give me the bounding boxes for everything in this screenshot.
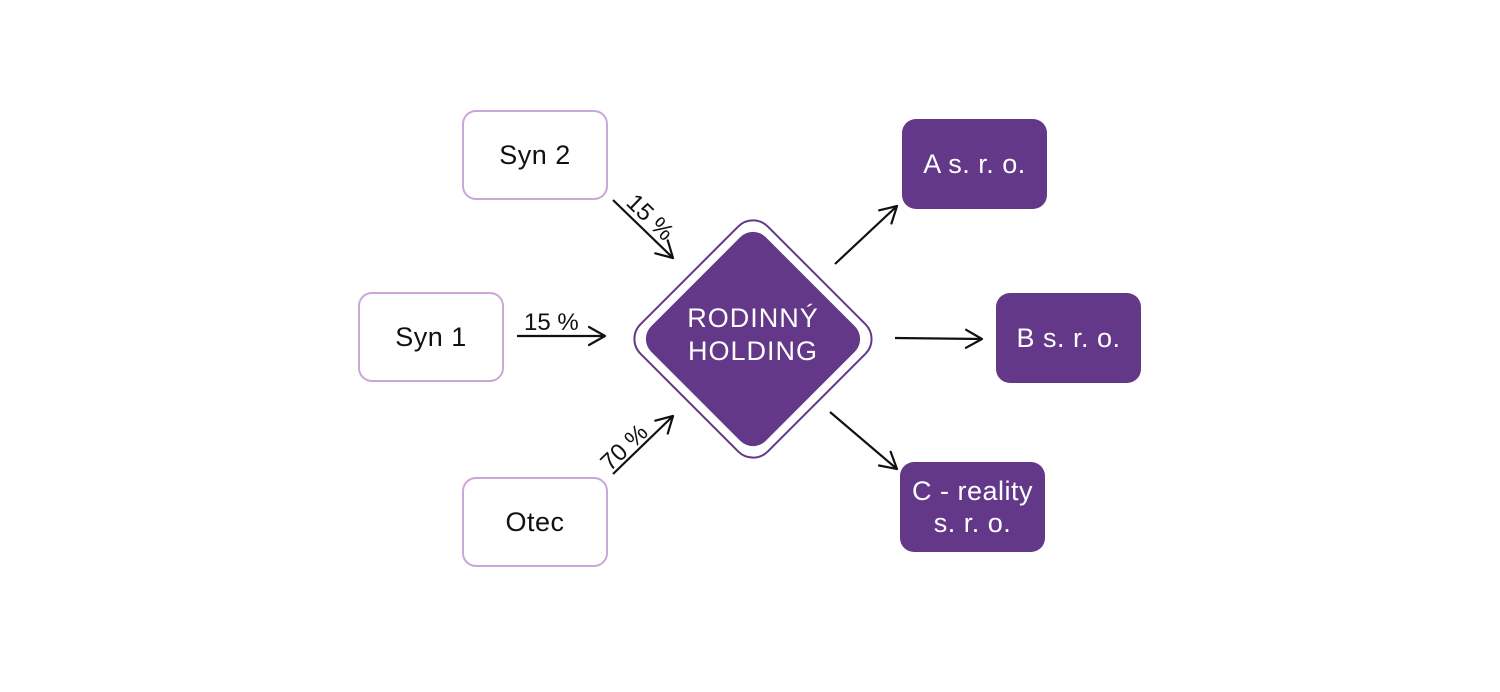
arrow-holding-to-a — [834, 204, 899, 265]
subsidiary-c-label-line-2: s. r. o. — [933, 508, 1012, 538]
owner-syn-2-label: Syn 2 — [499, 140, 571, 170]
subsidiary-c-label-line-1: C - reality — [911, 476, 1033, 506]
holding-label-line-2: HOLDING — [687, 336, 819, 366]
arrow-holding-to-b — [894, 328, 984, 349]
owner-syn-1: Syn 1 — [358, 292, 504, 382]
holding-label: RODINNÝ HOLDING — [653, 302, 853, 368]
subsidiary-b-label: B s. r. o. — [1016, 323, 1121, 353]
share-label-syn-2: 15 % — [621, 189, 679, 246]
owner-syn-1-label: Syn 1 — [395, 322, 467, 352]
subsidiary-a: A s. r. o. — [902, 119, 1047, 209]
arrow-holding-to-c — [829, 411, 899, 471]
arrow-otec-to-holding — [612, 414, 675, 475]
holding-label-line-1: RODINNÝ — [687, 303, 819, 333]
arrow-syn-2-to-holding — [612, 199, 675, 260]
owner-otec: Otec — [462, 477, 608, 567]
subsidiary-a-label: A s. r. o. — [923, 149, 1026, 179]
owner-otec-label: Otec — [505, 507, 565, 537]
share-label-otec: 70 % — [595, 419, 653, 476]
owner-syn-2: Syn 2 — [462, 110, 608, 200]
subsidiary-b: B s. r. o. — [996, 293, 1141, 383]
share-label-syn-1: 15 % — [524, 309, 579, 336]
subsidiary-c: C - reality s. r. o. — [900, 462, 1045, 552]
